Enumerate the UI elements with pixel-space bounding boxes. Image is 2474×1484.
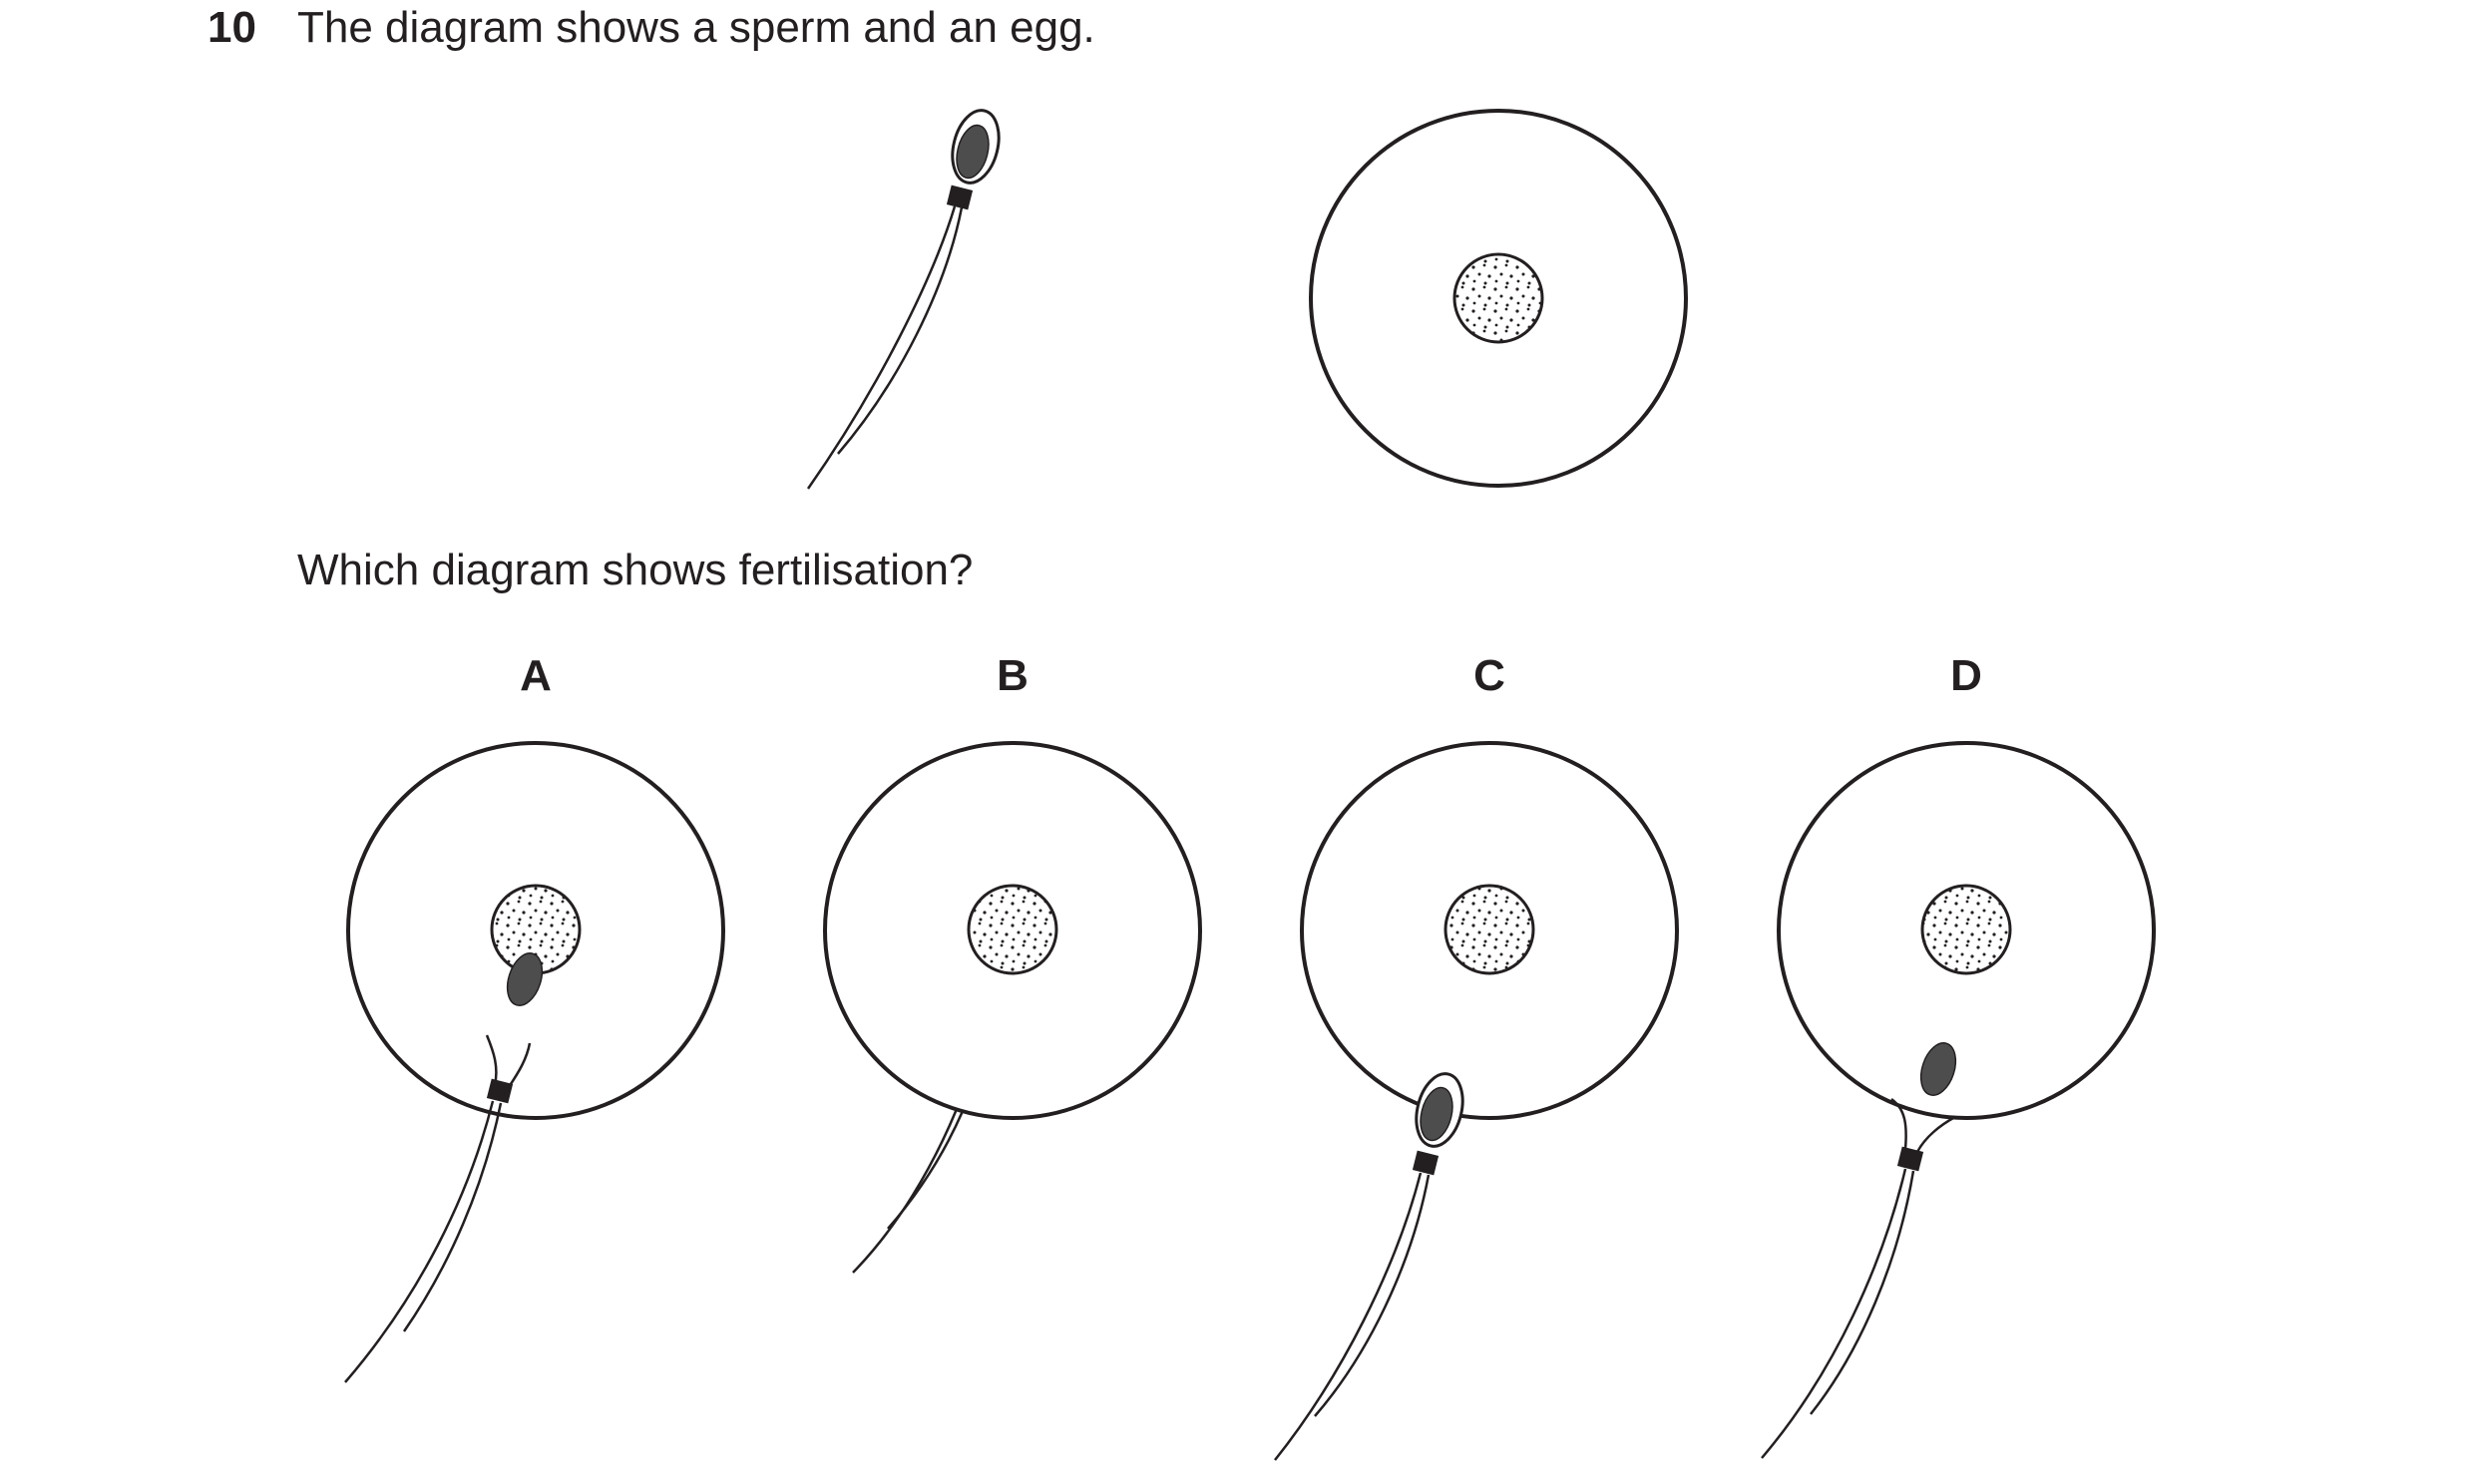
option-c-diagram — [1274, 741, 1679, 1461]
option-b-diagram — [823, 741, 1202, 1274]
sperm-tail — [344, 1100, 495, 1383]
question-prompt: Which diagram shows fertilisation? — [297, 546, 974, 594]
sperm-tail-inner — [1810, 1170, 1915, 1415]
sperm-nucleus — [506, 952, 544, 1006]
entry-membrane — [1915, 1115, 1956, 1153]
intro-sperm — [806, 109, 1001, 490]
sperm-midpiece — [1896, 1146, 1924, 1172]
option-label-b: B — [997, 651, 1029, 700]
sperm-nucleus — [1919, 1042, 1957, 1096]
option-a-diagram — [344, 741, 725, 1383]
sperm-tail-inner — [402, 1102, 503, 1332]
sperm-tail — [1761, 1168, 1907, 1459]
sperm-midpiece — [946, 185, 974, 210]
question-number: 10 — [207, 3, 256, 52]
sperm-tail-inner — [1314, 1174, 1431, 1417]
sperm-nucleus — [956, 124, 990, 180]
intro-egg — [1309, 109, 1688, 488]
entry-membrane — [507, 1042, 532, 1088]
entry-membrane — [1890, 1097, 1907, 1150]
egg-nucleus — [1443, 884, 1535, 975]
egg-nucleus — [1920, 884, 2012, 975]
sperm-tail — [1274, 1172, 1423, 1461]
option-d-diagram — [1761, 741, 2156, 1459]
sperm-tail — [852, 1108, 959, 1274]
question-intro: The diagram shows a sperm and an egg. — [297, 3, 1095, 52]
sperm-midpiece — [486, 1078, 514, 1104]
sperm-midpiece — [1412, 1150, 1440, 1176]
egg-nucleus — [1452, 252, 1544, 344]
sperm-tail — [806, 205, 957, 490]
sperm-nucleus — [1420, 1086, 1453, 1142]
egg-nucleus — [967, 884, 1058, 975]
sperm-tail-inner — [887, 1110, 965, 1230]
sperm-tail-inner — [837, 206, 964, 455]
option-label-d: D — [1950, 651, 1982, 700]
option-label-a: A — [520, 651, 552, 700]
option-label-c: C — [1473, 651, 1505, 700]
